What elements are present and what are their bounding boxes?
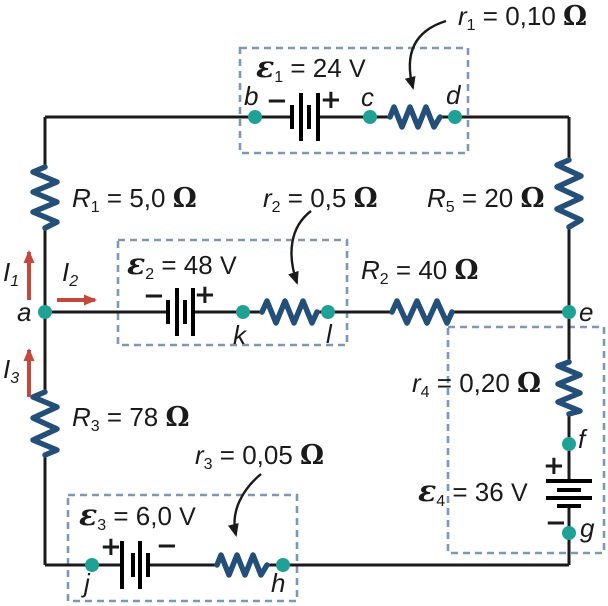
node-dot-f xyxy=(562,437,576,451)
node-dot-k xyxy=(236,305,250,319)
resistor-r2-zigzag xyxy=(259,298,320,326)
label-current-I1: I1 xyxy=(3,257,20,290)
node-label-j: j xyxy=(84,568,90,598)
resistor-r3-zigzag xyxy=(214,552,270,578)
emf4-minus-sign: − xyxy=(545,508,567,538)
label-r1: r1 = 0,10 Ω xyxy=(458,1,588,34)
node-dot-j xyxy=(85,558,99,572)
battery-emf4 xyxy=(546,479,592,508)
label-current-I3: I3 xyxy=(3,354,20,387)
resistor-R2-zigzag xyxy=(389,298,455,326)
pointer-arrow-r3 xyxy=(228,473,262,537)
node-dot-h xyxy=(276,558,290,572)
node-dot-g xyxy=(562,526,576,540)
resistor-R1-zigzag xyxy=(30,164,60,231)
label-emf2: ε2 = 48 V xyxy=(127,247,237,283)
battery-emf2 xyxy=(166,288,195,336)
node-dot-a xyxy=(38,305,52,319)
emf1-minus-sign: − xyxy=(266,86,288,116)
label-emf3: ε3 = 6,0 V xyxy=(79,498,196,534)
emf2-plus-sign: + xyxy=(194,280,216,310)
battery-emf1 xyxy=(290,93,320,141)
label-emf1: ε1 = 24 V xyxy=(256,50,366,86)
label-current-I2: I2 xyxy=(62,257,79,290)
dashed-box-emf2 xyxy=(116,238,349,347)
label-R1: R1 = 5,0 Ω xyxy=(72,183,197,216)
node-label-g: g xyxy=(580,513,595,543)
node-label-k: k xyxy=(233,320,246,350)
label-r3: r3 = 0,05 Ω xyxy=(195,440,325,473)
node-label-l: l xyxy=(326,319,332,349)
node-label-e: e xyxy=(579,297,594,327)
label-R3: R3 = 78 Ω xyxy=(72,402,190,435)
resistor-R5-zigzag xyxy=(554,157,584,230)
label-R2: R2 = 40 Ω xyxy=(361,255,479,288)
resistor-R3-zigzag xyxy=(30,389,60,458)
dashed-box-emf4 xyxy=(446,325,606,555)
node-label-b: b xyxy=(244,81,259,111)
emf4-plus-sign: + xyxy=(543,451,565,481)
resistor-r4-zigzag xyxy=(555,359,583,417)
dashed-box-emf1 xyxy=(238,46,470,155)
node-dot-c xyxy=(363,110,377,124)
emf1-plus-sign: + xyxy=(320,85,342,115)
node-label-a: a xyxy=(17,297,32,327)
label-R5: R5 = 20 Ω xyxy=(427,183,545,216)
dashed-box-emf3 xyxy=(66,493,299,603)
pointer-arrow-r1 xyxy=(404,19,447,90)
resistor-r1-zigzag xyxy=(387,104,443,130)
node-label-d: d xyxy=(446,80,461,110)
node-dot-e xyxy=(562,305,576,319)
node-dot-b xyxy=(248,110,262,124)
node-label-c: c xyxy=(361,82,374,112)
emf3-minus-sign: − xyxy=(156,531,178,561)
pointer-arrow-r2 xyxy=(288,210,312,285)
node-dot-d xyxy=(448,110,462,124)
node-label-h: h xyxy=(271,568,286,598)
emf2-minus-sign: − xyxy=(143,281,165,311)
label-emf4: ε4 = 36 V xyxy=(418,474,528,510)
emf3-plus-sign: + xyxy=(100,532,122,562)
battery-emf3 xyxy=(120,541,150,589)
node-label-f: f xyxy=(578,424,586,454)
label-r2: r2 = 0,5 Ω xyxy=(263,183,378,216)
node-dot-l xyxy=(321,305,335,319)
label-r4: r4 = 0,20 Ω xyxy=(412,368,542,401)
